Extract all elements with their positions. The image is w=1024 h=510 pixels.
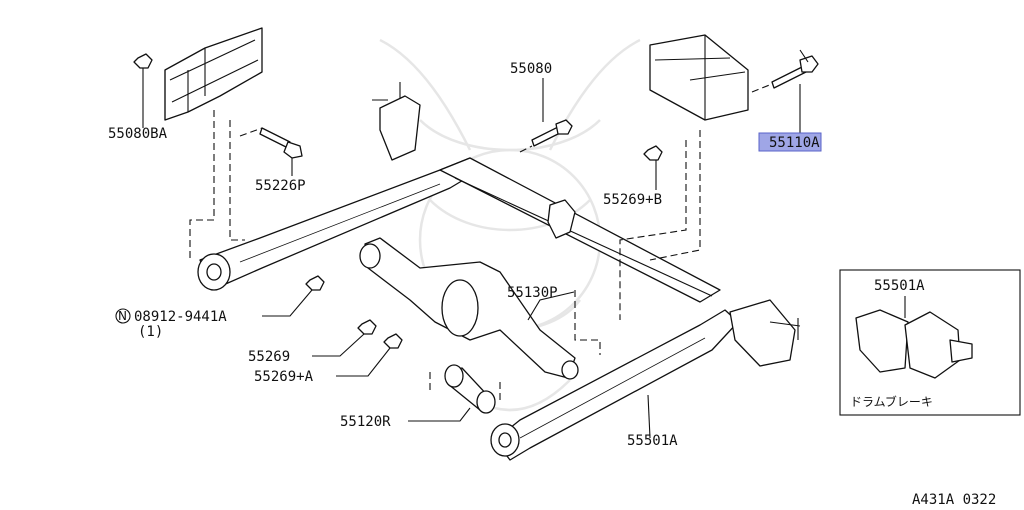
callout-08912-circle — [115, 308, 131, 324]
leader-lines — [142, 78, 801, 439]
callout-08912-qty: (1) — [138, 324, 163, 340]
diff-mount-member-55130P[interactable] — [359, 237, 579, 380]
callout-08912-prefix: N — [118, 309, 127, 323]
bolt-55226P[interactable] — [259, 127, 303, 159]
callout-55269[interactable]: 55269 — [248, 349, 290, 365]
watermark-emblem — [379, 38, 641, 412]
callout-55120R[interactable]: 55120R — [340, 414, 391, 430]
lateral-link-55120R[interactable] — [444, 364, 496, 414]
nut-55269A[interactable] — [383, 333, 403, 349]
inset-caption: ドラムブレーキ — [850, 394, 933, 409]
callout-55080BA[interactable]: 55080BA — [108, 126, 168, 142]
highlight-55110A — [758, 132, 822, 152]
inset-hub — [949, 339, 973, 363]
cross-beam — [439, 157, 721, 303]
figure-code: A431A 0322 — [912, 492, 996, 508]
bolt-55110A[interactable] — [771, 49, 819, 89]
assembly-guides — [189, 83, 773, 400]
nut-55269[interactable] — [357, 319, 377, 335]
callout-55501A[interactable]: 55501A — [627, 433, 678, 449]
inset-frame — [839, 269, 1021, 416]
callout-08912-9441A[interactable]: 08912-9441A — [134, 309, 227, 325]
callout-55269B[interactable]: 55269+B — [603, 192, 662, 208]
inset-drum-brake: 55501A ドラムブレーキ — [839, 269, 1021, 416]
callout-55226P[interactable]: 55226P — [255, 178, 306, 194]
callout-55130P[interactable]: 55130P — [507, 285, 558, 301]
nut-55269B[interactable] — [643, 145, 663, 161]
left-frame-rail — [164, 27, 263, 121]
bolt-55080[interactable] — [531, 119, 573, 147]
callout-55110A-base: 55110 — [769, 135, 811, 151]
callout-55269A[interactable]: 55269+A — [254, 369, 314, 385]
nut-08912-9441A[interactable] — [305, 275, 325, 291]
inset-callout-55501A[interactable]: 55501A — [874, 278, 925, 294]
right-frame-rail — [649, 34, 749, 121]
bolt-55080BA[interactable] — [133, 53, 153, 122]
callout-55110A[interactable]: 55110A — [769, 135, 820, 151]
callout-55080[interactable]: 55080 — [510, 61, 552, 77]
inset-arm-end — [855, 309, 909, 373]
callout-55110A-suffix: A — [811, 135, 820, 151]
left-trailing-arm[interactable] — [197, 82, 481, 291]
right-trailing-arm-55501A[interactable] — [490, 299, 801, 461]
